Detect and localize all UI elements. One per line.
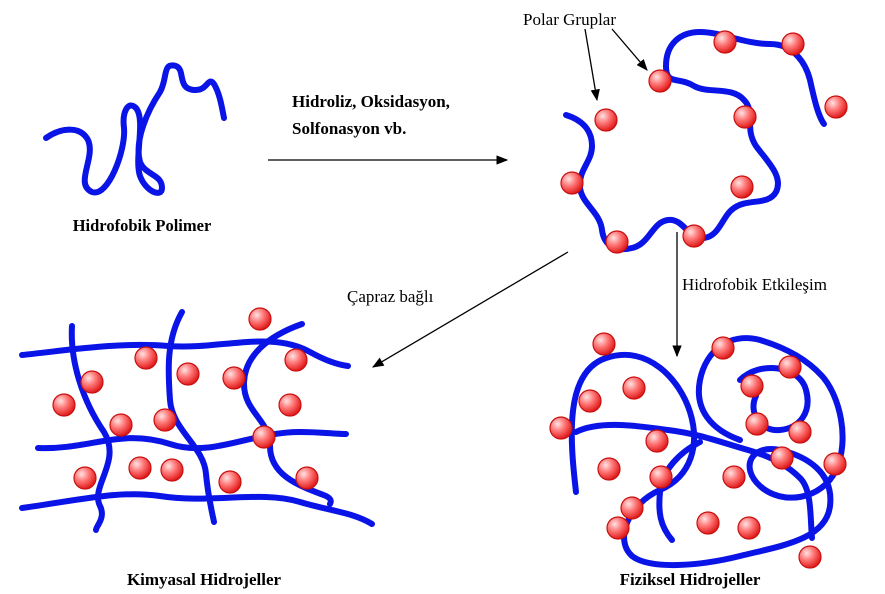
chemical-hydrogel-network <box>22 312 372 530</box>
polar-bead <box>606 231 628 253</box>
polymer-chain <box>46 65 224 193</box>
hydrophobic-interaction-label: Hidrofobik Etkileşim <box>682 275 827 294</box>
polar-bead <box>650 466 672 488</box>
physical-hydrogels-label: Fiziksel Hidrojeller <box>620 570 761 589</box>
polar-bead <box>154 409 176 431</box>
polar-bead <box>741 375 763 397</box>
polar-bead <box>646 430 668 452</box>
crosslink-step: Çapraz bağlı <box>347 252 568 367</box>
polar-bead <box>697 512 719 534</box>
polar-bead <box>223 367 245 389</box>
polar-bead <box>249 308 271 330</box>
hydrophobic-polymer: Hidrofobik Polimer <box>46 65 224 235</box>
polar-bead <box>296 467 318 489</box>
polar-bead <box>621 497 643 519</box>
polar-bead <box>53 394 75 416</box>
polar-bead <box>598 458 620 480</box>
crosslink-arrow <box>373 252 568 367</box>
polar-bead <box>782 33 804 55</box>
polar-bead <box>135 347 157 369</box>
polar-bead <box>81 371 103 393</box>
polar-bead <box>579 390 601 412</box>
process-label-line2: Solfonasyon vb. <box>292 119 406 138</box>
polar-bead <box>683 225 705 247</box>
polar-bead <box>110 414 132 436</box>
polar-bead <box>649 70 671 92</box>
polar-bead <box>738 517 760 539</box>
polar-bead-layer <box>53 31 847 568</box>
polar-bead <box>746 413 768 435</box>
polar-bead <box>561 172 583 194</box>
polar-polymer-chain <box>566 32 824 249</box>
crosslinked-label: Çapraz bağlı <box>347 287 434 306</box>
polar-bead <box>734 106 756 128</box>
polar-bead <box>799 546 821 568</box>
chemical-hydrogels-label: Kimyasal Hidrojeller <box>127 570 282 589</box>
polar-bead <box>177 363 199 385</box>
polar-bead <box>279 394 301 416</box>
polar-bead <box>731 176 753 198</box>
polar-bead <box>74 467 96 489</box>
polar-bead <box>714 31 736 53</box>
polar-bead <box>129 457 151 479</box>
polar-bead <box>824 453 846 475</box>
polar-groups-label: Polar Gruplar <box>523 10 616 29</box>
polar-bead <box>550 417 572 439</box>
network-chain <box>22 494 372 524</box>
polar-bead <box>789 421 811 443</box>
polar-polymer: Polar Gruplar <box>523 10 824 249</box>
polar-bead <box>219 471 241 493</box>
hydrophobic-polymer-label: Hidrofobik Polimer <box>73 216 212 235</box>
polar-bead <box>825 96 847 118</box>
polar-bead <box>593 333 615 355</box>
polar-bead <box>607 517 629 539</box>
polar-bead <box>595 109 617 131</box>
process-step: Hidroliz, Oksidasyon, Solfonasyon vb. <box>268 92 507 160</box>
polar-bead <box>253 426 275 448</box>
polar-bead <box>779 356 801 378</box>
polar-groups-arrow-2 <box>612 29 647 70</box>
polar-bead <box>712 337 734 359</box>
polar-bead <box>771 447 793 469</box>
polar-bead <box>161 459 183 481</box>
polar-bead <box>623 377 645 399</box>
process-label-line1: Hidroliz, Oksidasyon, <box>292 92 450 111</box>
polar-bead <box>723 466 745 488</box>
polar-bead <box>285 349 307 371</box>
polar-groups-arrow-1 <box>585 29 597 100</box>
